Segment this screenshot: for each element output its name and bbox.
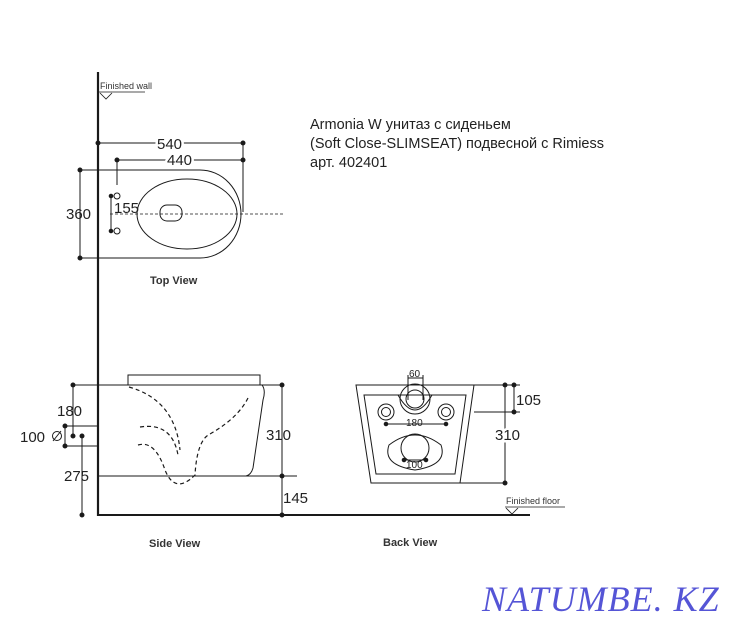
side-view-caption: Side View <box>149 538 201 550</box>
product-title-block: Armonia W унитаз с сиденьем (Soft Close-… <box>310 116 604 173</box>
product-article-number: арт. 402401 <box>310 155 388 171</box>
bolt-hole <box>113 192 121 200</box>
dim-side-275: 275 <box>64 468 89 485</box>
watermark: NATUMBE. KZ <box>482 579 720 619</box>
side-view-body <box>98 384 265 477</box>
side-view-seat <box>127 374 261 386</box>
finished-wall-triangle-icon <box>99 92 113 100</box>
dim-side-145: 145 <box>283 490 308 507</box>
product-title-line-2: (Soft Close-SLIMSEAT) подвесной с Rimies… <box>310 136 604 152</box>
dim-top-540: 540 <box>157 136 182 153</box>
top-view-caption: Top View <box>150 275 198 287</box>
diameter-icon <box>52 431 62 441</box>
back-view-caption: Back View <box>383 537 438 549</box>
product-title-line-1: Armonia W унитаз с сиденьем <box>310 117 511 133</box>
dim-back-310: 310 <box>495 427 520 444</box>
bolt-hole <box>113 227 121 235</box>
finished-floor-triangle-icon <box>505 507 519 515</box>
top-view-drain <box>159 204 183 222</box>
finished-wall-label: Finished wall <box>100 81 152 91</box>
dim-side-100: 100 <box>20 429 45 446</box>
dim-back-105: 105 <box>516 392 541 409</box>
side-view-trap <box>128 386 181 451</box>
finished-floor-label: Finished floor <box>506 496 560 506</box>
dim-back-100: 100 <box>406 460 423 471</box>
dim-side-310: 310 <box>266 427 291 444</box>
dim-side-180: 180 <box>57 403 82 420</box>
dim-top-155: 155 <box>114 200 139 217</box>
dim-top-360: 360 <box>66 206 91 223</box>
dim-back-180: 180 <box>406 418 423 429</box>
dim-back-60: 60 <box>409 369 421 380</box>
dim-top-440: 440 <box>167 152 192 169</box>
back-view-outlet <box>400 433 430 463</box>
